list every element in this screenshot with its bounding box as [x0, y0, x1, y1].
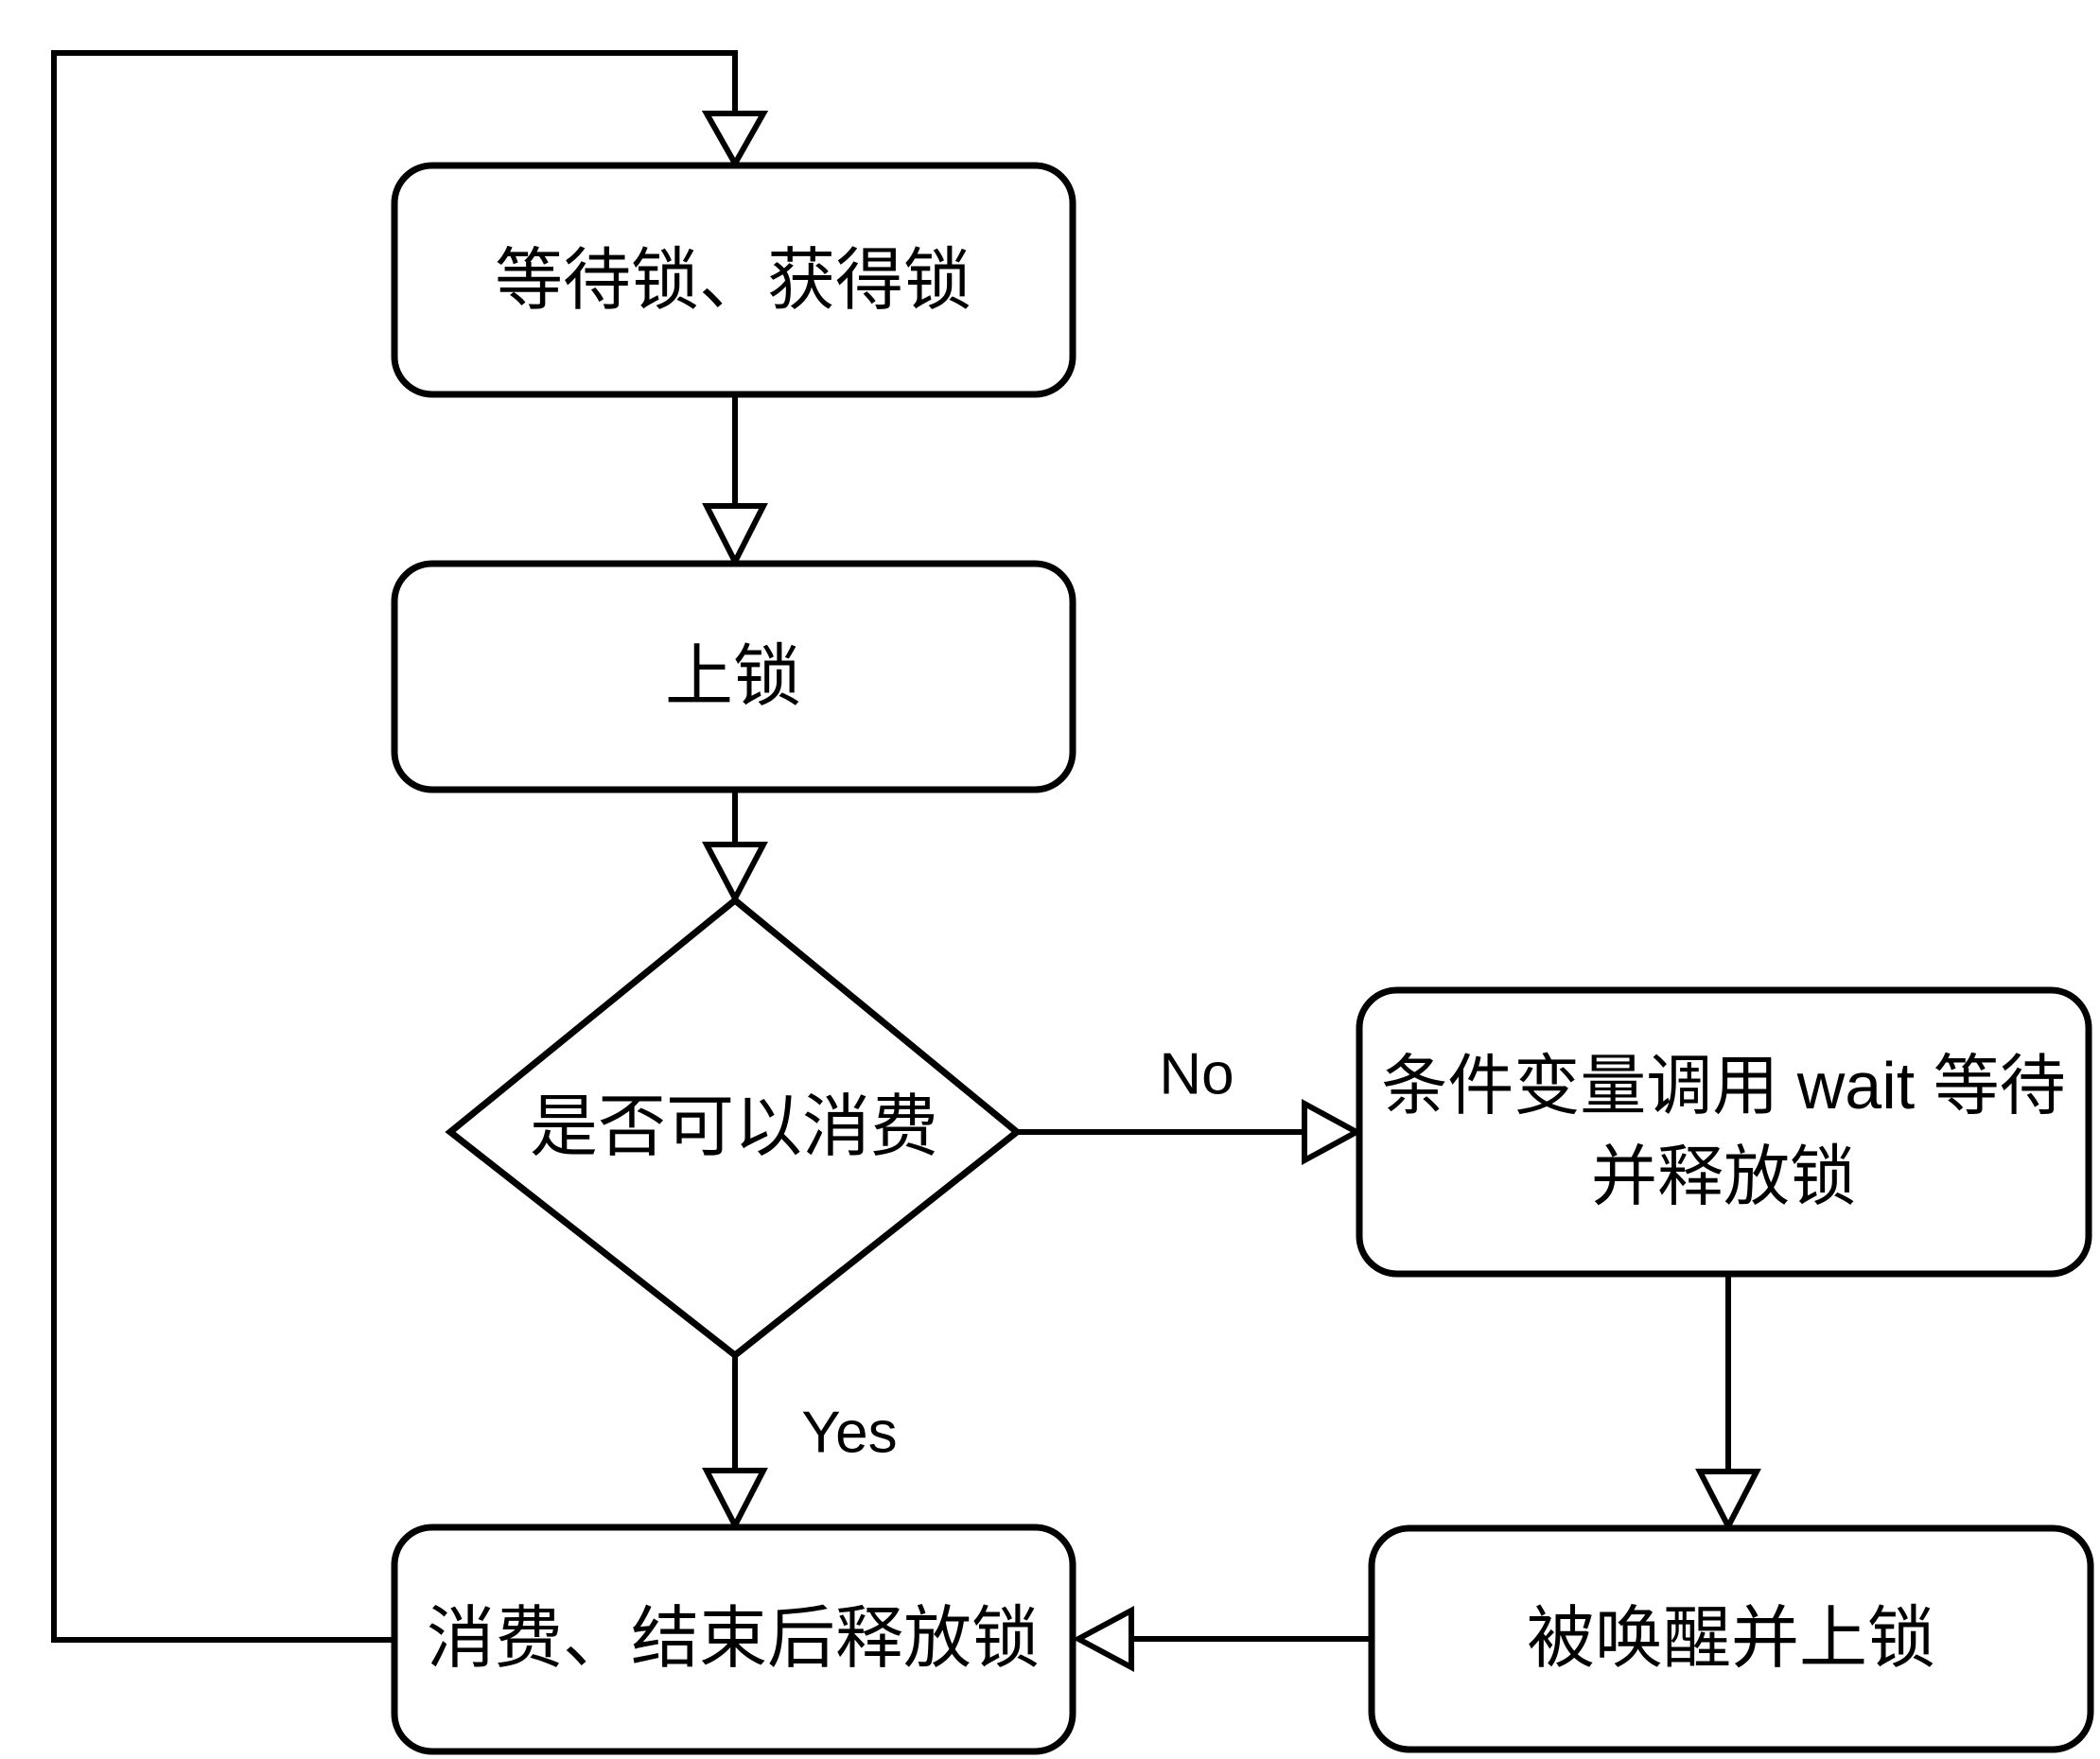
arrowhead-into-consume	[702, 1468, 768, 1532]
decision-can-consume: 是否可以消费	[445, 896, 1023, 1360]
node-lock: 上锁	[391, 560, 1076, 793]
arrowhead-into-awakened	[1695, 1469, 1761, 1533]
node-consume-release-shape	[391, 1524, 1076, 1755]
edge-loop-back-to-start	[51, 50, 738, 1643]
decision-can-consume-label: 是否可以消费	[530, 1089, 938, 1165]
node-lock-shape	[391, 560, 1076, 793]
arrowhead-into-cond-wait	[1302, 1098, 1363, 1166]
arrowhead-into-lock	[702, 503, 768, 568]
arrowhead-into-wait-acquire	[701, 111, 769, 170]
node-cond-wait-shape	[1356, 986, 2092, 1278]
node-awakened-label: 被唤醒并上锁	[1527, 1601, 1935, 1677]
node-lock-label: 上锁	[665, 639, 801, 715]
node-awakened: 被唤醒并上锁	[1368, 1524, 2094, 1753]
label-no: No	[1159, 1042, 1234, 1107]
node-consume-release-label: 消费、结束后释放锁	[427, 1601, 1040, 1677]
node-consume-release: 消费、结束后释放锁	[391, 1524, 1076, 1755]
arrowhead-into-decision	[702, 842, 768, 905]
node-wait-acquire-lock: 等待锁、获得锁	[391, 162, 1076, 398]
node-cond-wait-label-line1: 条件变量调用 wait 等待	[1381, 1049, 2065, 1123]
node-awakened-shape	[1368, 1524, 2094, 1753]
node-cond-wait: 条件变量调用 wait 等待 并释放锁	[1356, 986, 2092, 1278]
node-cond-wait-label-line2: 并释放锁	[1591, 1140, 1856, 1213]
node-wait-acquire-lock-shape	[391, 162, 1076, 398]
decision-can-consume-shape	[445, 896, 1023, 1360]
label-yes: Yes	[801, 1401, 897, 1466]
arrowhead-into-consume-right	[1072, 1605, 1134, 1673]
node-wait-acquire-lock-label: 等待锁、获得锁	[495, 243, 971, 319]
